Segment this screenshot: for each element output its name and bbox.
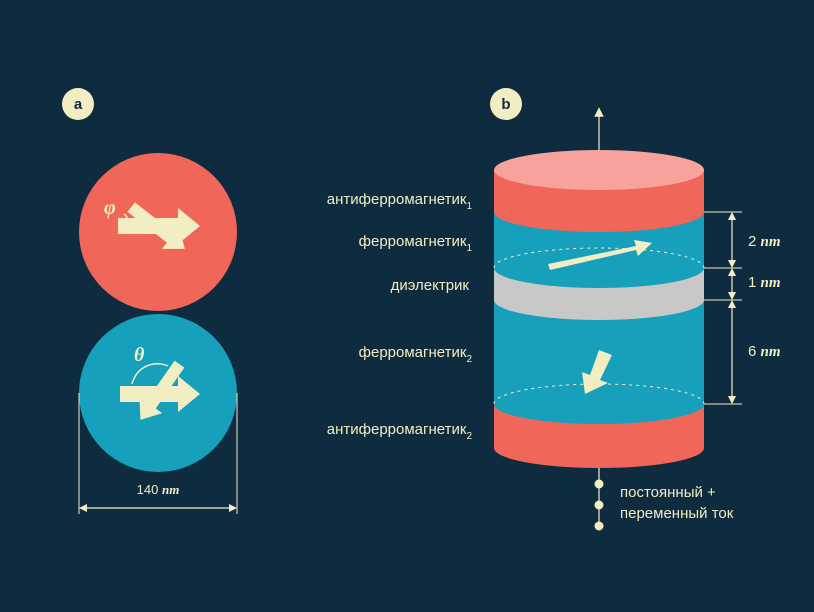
- thickness-dimensions: 2 nm 1 nm 6 nm: [704, 211, 781, 405]
- angle-phi-label: φ: [104, 197, 116, 219]
- width-label: 140 nm: [137, 482, 180, 497]
- panel-b-badge-label: b: [501, 96, 510, 113]
- horizontal-arrow-top: [118, 208, 200, 244]
- panel-b-badge: [490, 88, 522, 120]
- dimension-label-dielectric: 1 nm: [748, 274, 781, 291]
- panel-a: a φ θ 140 nm: [62, 88, 238, 514]
- interface-fm2-dashed: [493, 383, 705, 405]
- cylinder-stack: [493, 150, 705, 468]
- lead-dot-2: [594, 500, 604, 510]
- current-lead: [594, 468, 604, 531]
- width-arrow-right: [229, 504, 237, 512]
- lead-dot-1: [594, 479, 604, 489]
- lead-dot-3: [594, 521, 604, 531]
- cylinder-top-face: [494, 150, 704, 190]
- angle-arc-bottom: [131, 363, 169, 385]
- panel-a-badge-label: a: [74, 96, 83, 113]
- current-label-line2: переменный ток: [620, 505, 734, 522]
- label-fm1: ферромагнетик1: [359, 233, 473, 254]
- panel-a-badge: [62, 88, 94, 120]
- label-fm2: ферромагнетик2: [359, 344, 473, 365]
- magnetization-arrow-fm1: [548, 240, 652, 270]
- current-label-line1: постоянный +: [620, 484, 716, 501]
- angle-arc-top: [123, 213, 129, 221]
- dimension-label-fm1: 2 nm: [748, 233, 781, 250]
- magnetization-arrow-fm2: [582, 350, 612, 394]
- tilted-arrow-bottom: [139, 360, 185, 420]
- bottom-disk-arrows: θ: [120, 344, 200, 420]
- label-dielectric: диэлектрик: [391, 277, 470, 294]
- angle-theta-label: θ: [134, 344, 145, 366]
- interface-fm1-dashed: [493, 247, 705, 269]
- top-disk-arrows: φ: [104, 197, 200, 249]
- dimension-label-fm2: 6 nm: [748, 343, 781, 360]
- label-afm2: антиферромагнетик2: [327, 421, 473, 442]
- layer-fm1: [494, 212, 704, 288]
- label-afm1: антиферромагнетик1: [327, 191, 473, 212]
- panel-b: b антиферромагнетик1 ферромагнетик1: [327, 88, 781, 531]
- width-arrow-left: [79, 504, 87, 512]
